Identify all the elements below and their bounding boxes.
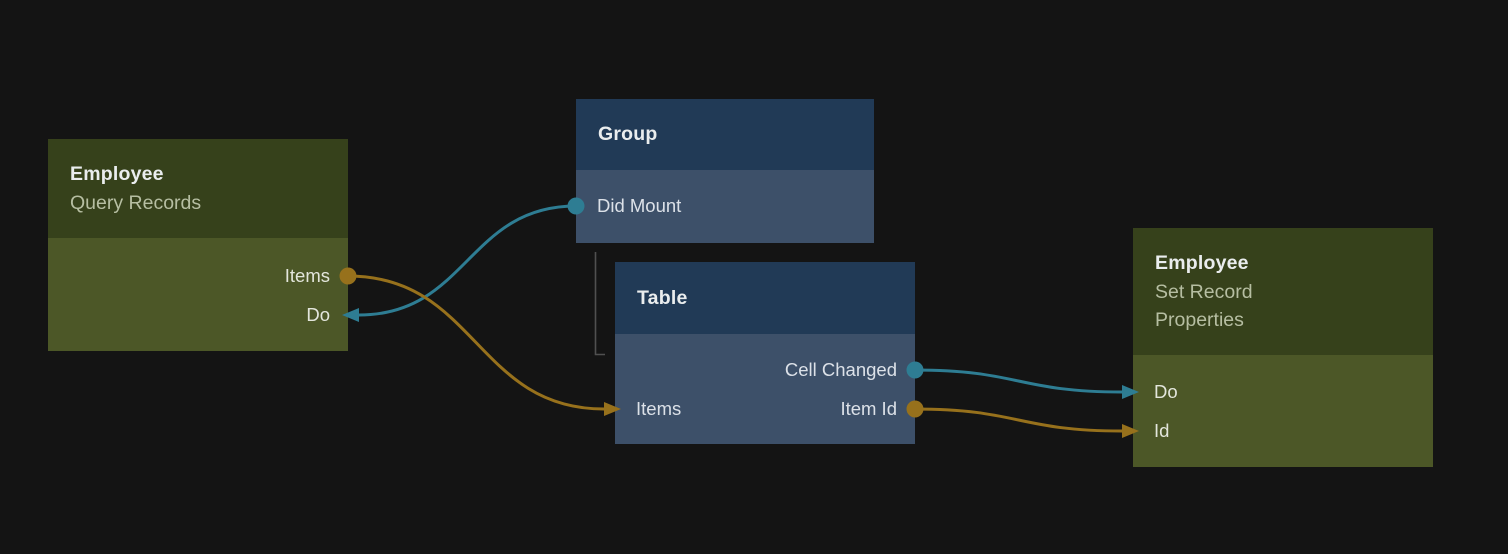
port-employee-set-record-properties-do[interactable]: Do	[1154, 381, 1178, 402]
port-table-items[interactable]: Items	[636, 398, 682, 419]
node-header[interactable]: Group	[576, 99, 874, 170]
port-employee-set-record-properties-id[interactable]: Id	[1154, 420, 1170, 441]
node-body	[1133, 355, 1433, 467]
node-body	[48, 238, 348, 351]
node-body	[576, 170, 874, 243]
port-table-item-id[interactable]: Item Id	[840, 398, 897, 419]
node-title: Employee	[1155, 252, 1249, 274]
node-subtitle: Query Records	[70, 192, 202, 214]
port-employee-query-records-items[interactable]: Items	[284, 265, 330, 286]
wire-table-item-id-to-employee-set-record-properties-id[interactable]	[913, 407, 1124, 433]
wire-group-did-mount-to-employee-query-records-do[interactable]	[357, 204, 578, 317]
group-child-connector	[594, 252, 605, 356]
wire-table-cell-changed-to-employee-set-record-properties-do[interactable]	[913, 368, 1124, 394]
node-subtitle: Set Record Properties	[1155, 281, 1253, 331]
node-title: Group	[598, 123, 658, 145]
node-title: Table	[637, 286, 688, 309]
node-title: Employee	[70, 163, 164, 185]
node-body	[615, 334, 915, 444]
port-table-cell-changed[interactable]: Cell Changed	[784, 359, 897, 380]
node-header[interactable]: Table	[615, 262, 915, 334]
port-employee-query-records-do[interactable]: Do	[306, 304, 330, 325]
wire-employee-query-records-items-to-table-items[interactable]	[346, 274, 606, 411]
port-group-did-mount[interactable]: Did Mount	[597, 195, 682, 216]
